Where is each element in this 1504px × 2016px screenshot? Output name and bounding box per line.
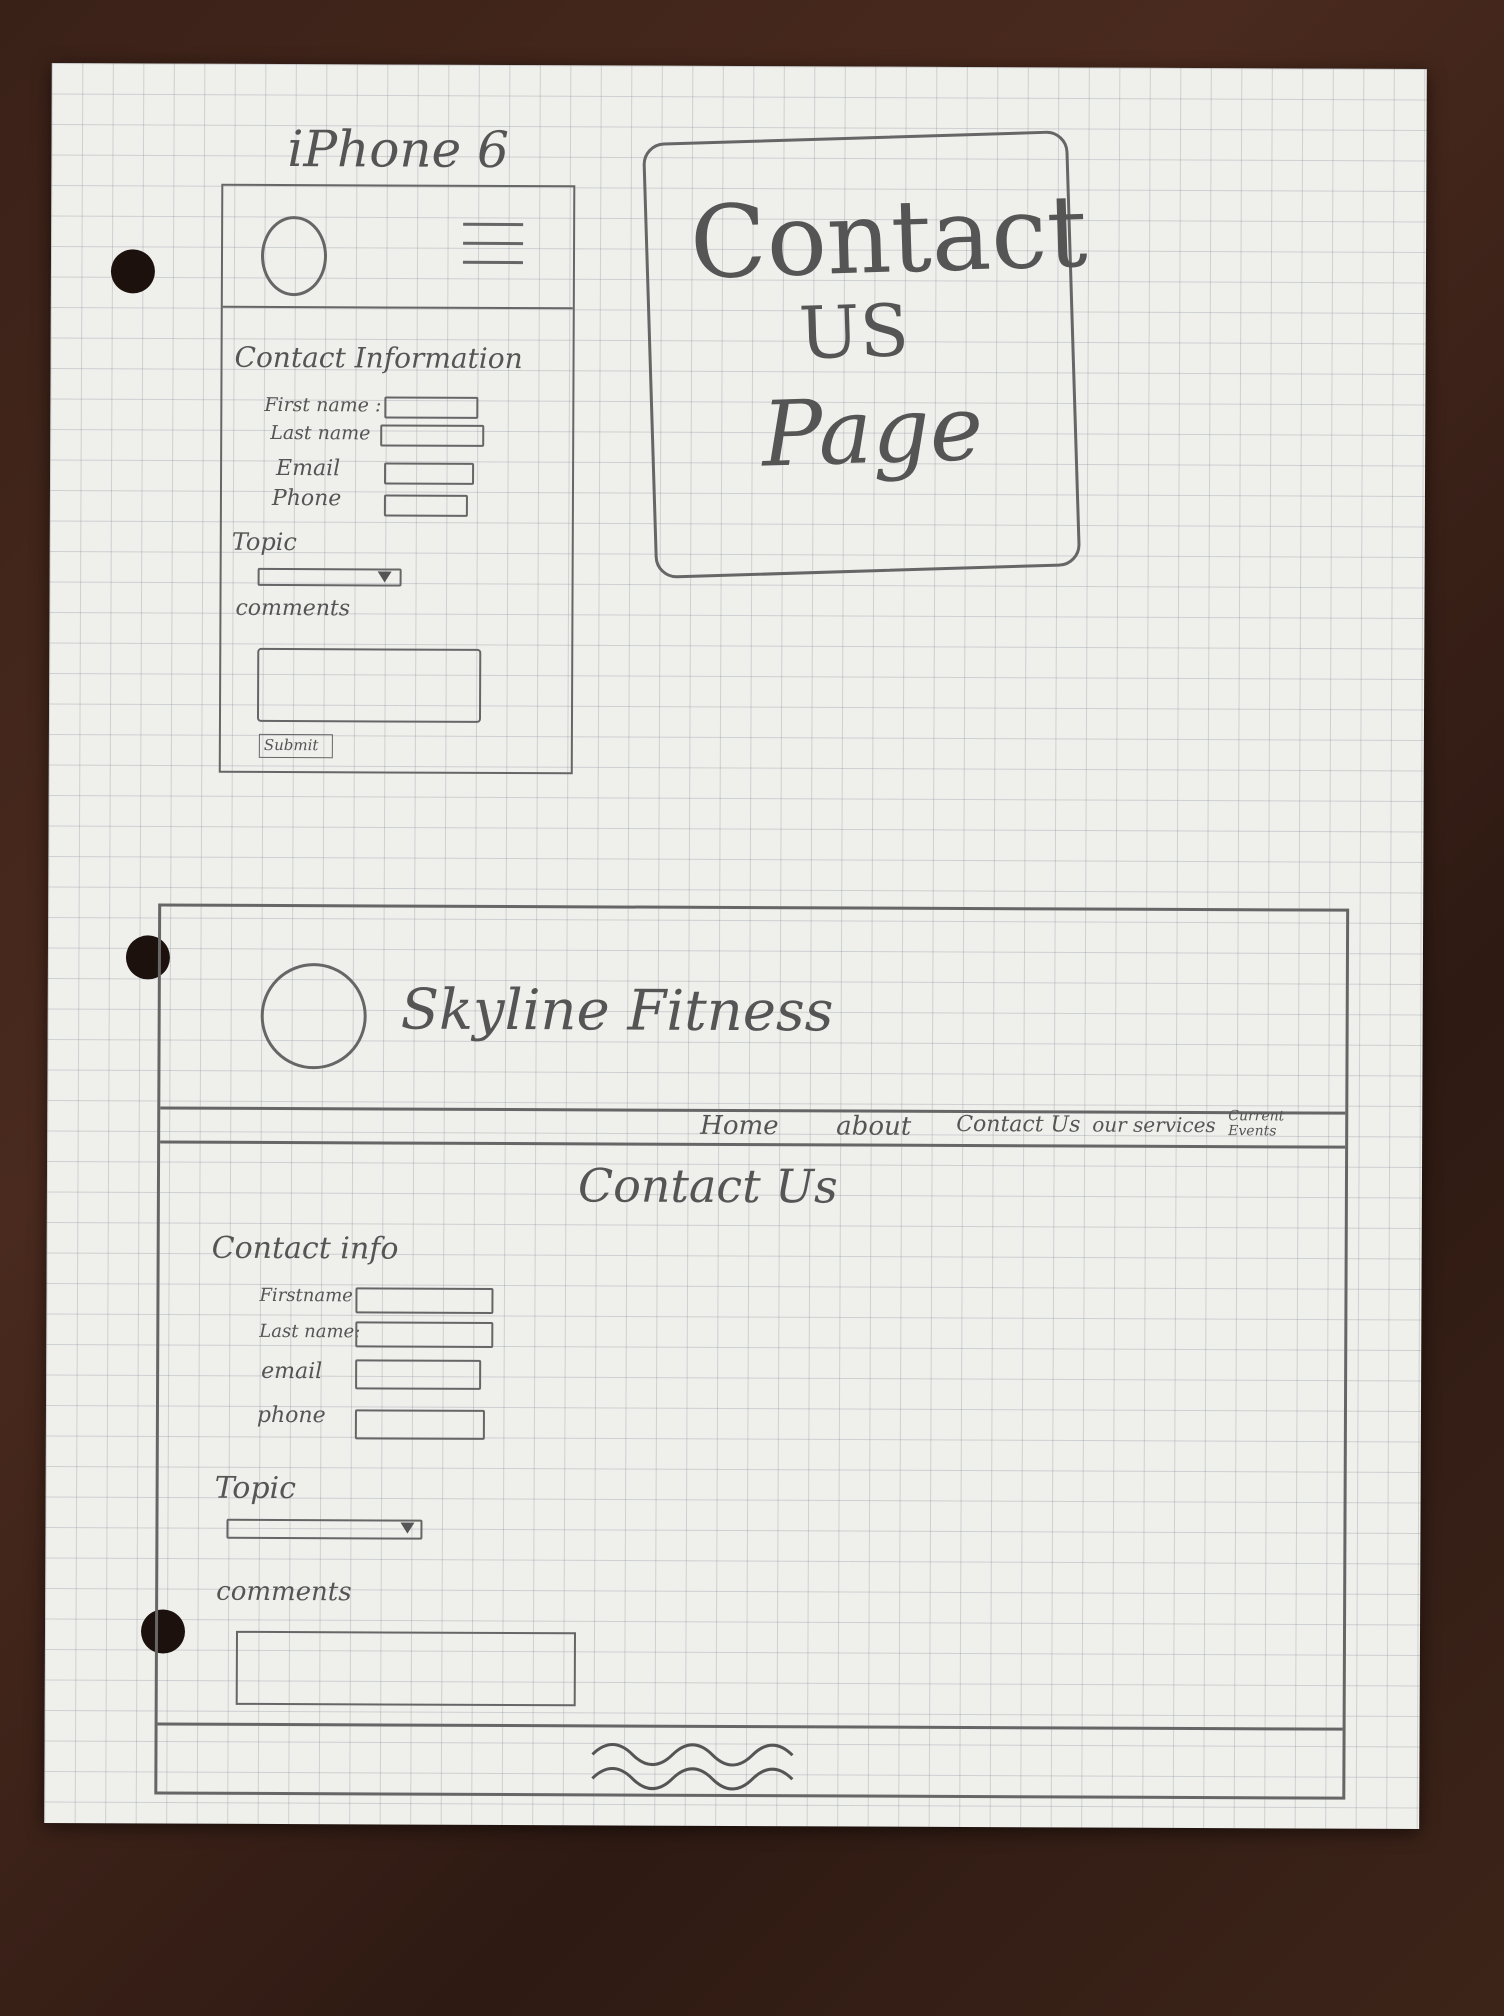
footer-squiggle-icon [591,1742,794,1791]
nav-bar: Home about Contact Us our services Curre… [160,1106,1346,1149]
mobile-header [222,185,574,310]
chevron-down-icon [400,1522,415,1534]
desktop-phone-field[interactable] [354,1409,485,1440]
desktop-header: Skyline Fitness [160,906,1347,1115]
mobile-comments-textarea[interactable] [256,647,482,723]
nav-current-events[interactable]: Current Events [1228,1108,1285,1140]
desktop-topic-label: Topic [214,1470,297,1507]
desktop-email-field[interactable] [355,1359,482,1390]
nav-our-services[interactable]: our services [1092,1112,1216,1138]
mobile-label-last-name: Last name [270,421,371,445]
mobile-topic-select[interactable] [257,567,402,587]
paper-sheet: iPhone 6 Contact Information First name … [44,63,1427,1829]
desktop-label-first-name: Firstname [259,1284,353,1307]
nav-home[interactable]: Home [700,1110,779,1142]
hamburger-menu-icon[interactable] [462,219,524,275]
desktop-topic-select[interactable] [226,1518,423,1540]
mobile-topic-label: Topic [231,527,297,557]
mobile-email-field[interactable] [384,462,475,485]
page-title-card: Contact US Page [642,130,1089,579]
mobile-phone-field[interactable] [383,494,468,517]
logo-circle [260,215,328,297]
desktop-first-name-field[interactable] [355,1287,494,1314]
brand-name: Skyline Fitness [400,977,834,1045]
desktop-comments-textarea[interactable] [235,1630,577,1707]
desktop-frame: Skyline Fitness Home about Contact Us ou… [154,903,1350,1800]
footer-divider [157,1722,1343,1731]
chevron-down-icon [377,571,392,583]
mobile-label-first-name: First name : [264,393,382,417]
desktop-label-email: email [261,1358,323,1385]
mobile-label-email: Email [276,455,341,482]
desktop-section-title: Contact info [211,1230,399,1267]
card-line-page: Page [760,375,985,488]
logo-circle [260,962,367,1070]
nav-about[interactable]: about [836,1111,912,1142]
nav-contact-us[interactable]: Contact Us [956,1111,1081,1138]
desktop-heading: Contact Us [577,1158,838,1214]
mobile-first-name-field[interactable] [384,396,479,419]
desktop-comments-label: comments [216,1576,352,1608]
desktop-last-name-field[interactable] [355,1321,494,1348]
mobile-comments-label: comments [235,595,351,622]
card-line-contact: Contact [688,172,1089,302]
card-line-us: US [797,288,911,376]
mobile-section-title: Contact Information [234,340,523,376]
mobile-last-name-field[interactable] [380,424,485,447]
mobile-frame: Contact Information First name : Last na… [218,183,576,775]
mobile-label-phone: Phone [271,485,342,512]
mobile-title: iPhone 6 [287,120,510,180]
desktop-label-phone: phone [256,1402,326,1429]
binder-hole-top [110,249,156,294]
desktop-label-last-name: Last name: [259,1320,361,1343]
mobile-submit-button[interactable]: Submit [258,733,333,759]
mobile-submit-label: Submit [263,735,319,755]
